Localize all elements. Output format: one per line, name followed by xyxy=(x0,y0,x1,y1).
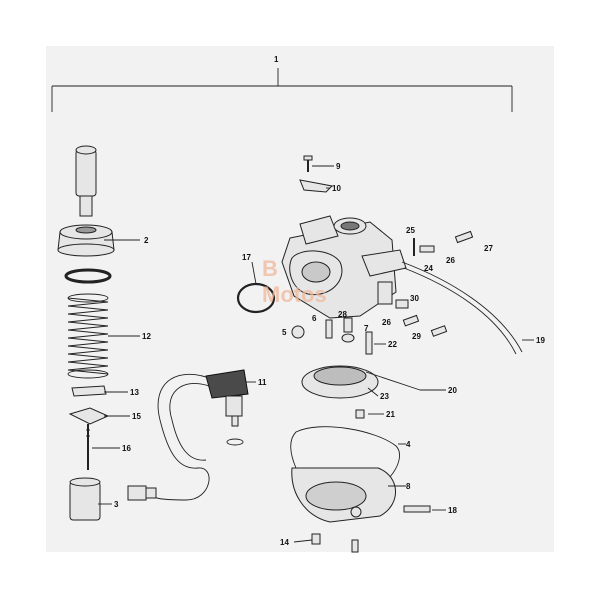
throttle-cable-part xyxy=(401,261,523,353)
callout-20: 20 xyxy=(448,386,457,395)
callout-16: 16 xyxy=(122,444,131,453)
callout-15: 15 xyxy=(132,412,141,421)
callout-13: 13 xyxy=(130,388,139,397)
assembly-bracket xyxy=(51,68,513,112)
svg-text:B: B xyxy=(262,256,278,281)
drain-screw-part xyxy=(311,533,321,545)
jet-needle-part xyxy=(86,424,90,470)
small-parts-group xyxy=(291,299,448,355)
callout-7: 7 xyxy=(364,324,369,333)
bowl-bolt-part xyxy=(351,539,359,553)
leader-lines xyxy=(92,165,534,543)
o-ring-part xyxy=(64,268,112,284)
auto-choke-part xyxy=(127,369,249,501)
float-pin-screw-part xyxy=(355,409,365,419)
callout-2: 2 xyxy=(144,236,149,245)
callout-6: 6 xyxy=(312,314,317,323)
callout-19: 19 xyxy=(536,336,545,345)
throttle-spring-part xyxy=(299,179,334,193)
throttle-slide-part xyxy=(69,477,101,521)
callout-24: 24 xyxy=(424,264,433,273)
top-screw-part xyxy=(303,155,313,172)
callout-22: 22 xyxy=(388,340,397,349)
float-part xyxy=(301,365,421,399)
callout-14: 14 xyxy=(280,538,289,547)
callout-25: 25 xyxy=(406,226,415,235)
callout-5: 5 xyxy=(282,328,287,337)
callout-3: 3 xyxy=(114,500,119,509)
callout-28: 28 xyxy=(338,310,347,319)
callout-29: 29 xyxy=(412,332,421,341)
spring-part xyxy=(67,293,109,379)
callout-18: 18 xyxy=(448,506,457,515)
callout-26-lower: 26 xyxy=(382,318,391,327)
callout-30: 30 xyxy=(410,294,419,303)
callout-9: 9 xyxy=(336,162,341,171)
watermark-logo: B Motos xyxy=(262,256,327,307)
needle-clip-part xyxy=(71,385,107,397)
callout-1: 1 xyxy=(274,55,279,64)
callout-17: 17 xyxy=(242,253,251,262)
callout-11: 11 xyxy=(258,378,267,387)
callout-labels: 1 2 3 4 5 6 7 8 9 10 11 12 13 14 15 16 1… xyxy=(114,55,545,547)
callout-4: 4 xyxy=(406,440,411,449)
float-bowl-part xyxy=(291,467,431,523)
idle-screw-part xyxy=(413,230,474,256)
callout-10: 10 xyxy=(332,184,341,193)
svg-text:Motos: Motos xyxy=(262,282,327,307)
callout-26: 26 xyxy=(446,256,455,265)
slide-cap-part xyxy=(75,145,97,217)
callout-8: 8 xyxy=(406,482,411,491)
callout-12: 12 xyxy=(142,332,151,341)
callout-27: 27 xyxy=(484,244,493,253)
carburetor-body-part xyxy=(281,215,407,319)
callout-23: 23 xyxy=(380,392,389,401)
top-nut-part xyxy=(57,224,115,257)
callout-21: 21 xyxy=(386,410,395,419)
